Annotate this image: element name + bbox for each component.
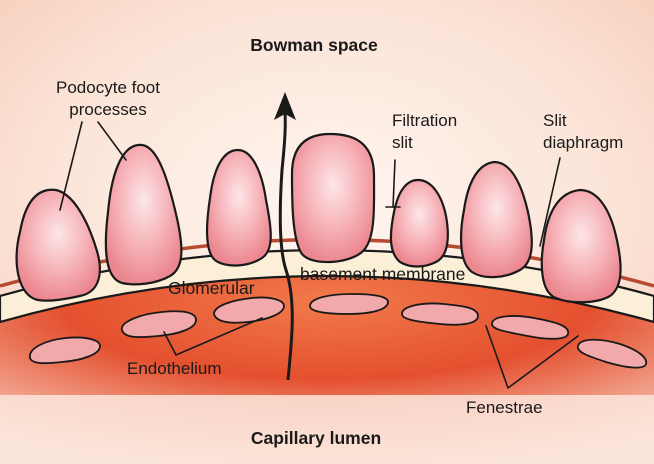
podocyte-pointer-line: [97, 121, 127, 161]
filtration-slit-label-line2: slit: [392, 133, 413, 152]
slit-diaphragm-label-line1: Slit: [543, 111, 567, 130]
podocyte-foot-1: [15, 188, 101, 302]
endothelial-cell: [121, 310, 197, 338]
endothelium-label: Endothelium: [127, 359, 222, 378]
podocyte-foot-2: [104, 143, 183, 286]
endothelium-cells: [29, 293, 648, 369]
podocyte-foot-4: [290, 132, 376, 264]
gbm-label-left: Glomerular: [168, 278, 255, 298]
capillary-lumen-label: Capillary lumen: [251, 428, 381, 448]
podocyte-foot-5: [389, 178, 449, 268]
slit-diaphragm-label-line2: diaphragm: [543, 133, 623, 152]
podocyte-foot-6: [459, 160, 533, 279]
filtration-arrow-shaft: [278, 111, 294, 381]
gbm-label-right: basement membrane: [300, 264, 465, 284]
filtration-arrow: [274, 92, 296, 381]
podocyte-foot-7: [540, 188, 622, 304]
pointer-lines: [59, 121, 579, 389]
filtration-slit-marker: [385, 159, 401, 208]
endothelial-cell: [213, 296, 285, 324]
bowman-space-label: Bowman space: [250, 35, 378, 55]
podocyte-foot-3: [205, 148, 272, 267]
capillary-lumen-fade: [0, 395, 654, 464]
slit-diaphragm-pointer-line: [539, 157, 561, 247]
podocyte-pointer-line: [59, 121, 83, 211]
filtration-slit-label-line1: Filtration: [392, 111, 457, 130]
endothelium-pointer-line: [163, 317, 263, 356]
fenestrae-label: Fenestrae: [466, 398, 543, 417]
fenestrae-pointer-line: [485, 325, 579, 389]
endothelial-cell: [401, 302, 479, 326]
endothelial-cell: [576, 338, 648, 369]
filtration-arrow-head: [274, 92, 296, 120]
endothelial-cell: [309, 293, 389, 315]
podocyte-foot-processes: [15, 132, 622, 304]
podocyte-label-line1: Podocyte foot: [56, 78, 160, 97]
podocyte-label-line2: processes: [69, 100, 146, 119]
endothelial-cell: [491, 315, 569, 340]
endothelial-cell: [29, 336, 101, 365]
